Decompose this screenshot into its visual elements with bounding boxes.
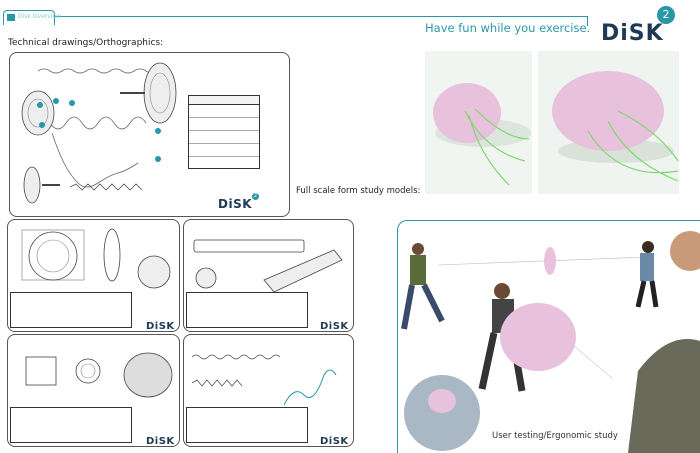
parts-table-row bbox=[189, 131, 259, 144]
sheet-logo: DiSK2 bbox=[146, 429, 179, 447]
ortho-spring-drawing bbox=[191, 354, 337, 406]
sheet-logo-text: DiSK bbox=[146, 321, 175, 332]
sheet-logo: DiSK2 bbox=[320, 314, 353, 332]
title-block bbox=[10, 292, 132, 328]
ortho-handle-drawing bbox=[193, 239, 343, 293]
brand-name: DiSK bbox=[601, 21, 664, 46]
form-study-label: Full scale form study models: bbox=[296, 186, 421, 196]
ortho-sheet-front: DiSK2 bbox=[7, 219, 180, 332]
main-panel-logo: DiSK2 bbox=[218, 193, 260, 212]
user-testing-label: User testing/Ergonomic study bbox=[492, 431, 618, 441]
section-title: Technical drawings/Orthographics: bbox=[8, 38, 164, 48]
parts-table-row bbox=[189, 118, 259, 131]
main-panel-logo-badge: 2 bbox=[252, 193, 260, 200]
title-block bbox=[186, 407, 308, 443]
form-study-photo-2 bbox=[538, 51, 679, 194]
tab-label: Disk Overview bbox=[18, 13, 62, 20]
header-tab: Disk Overview bbox=[3, 10, 61, 25]
brand-number-badge: 2 bbox=[657, 6, 675, 24]
ortho-sheet-ring: DiSK2 bbox=[7, 334, 180, 447]
parts-table bbox=[188, 95, 260, 169]
ortho-ring-drawing bbox=[25, 352, 173, 398]
header-rule bbox=[14, 16, 588, 17]
exploded-view-drawing bbox=[21, 62, 177, 204]
sheet-logo: DiSK2 bbox=[146, 314, 179, 332]
exploded-drawing-panel: DiSK2 bbox=[9, 52, 290, 217]
tagline: Have fun while you exercise. bbox=[425, 21, 591, 35]
pink-disc-photo bbox=[425, 51, 532, 194]
parts-table-header bbox=[189, 96, 259, 105]
pink-disc-photo bbox=[538, 51, 679, 194]
user-testing-panel: User testing/Ergonomic study bbox=[397, 220, 700, 453]
parts-table-row bbox=[189, 144, 259, 157]
sheet-logo-text: DiSK bbox=[146, 436, 175, 447]
ortho-sheet-handle: DiSK2 bbox=[183, 219, 354, 332]
brand-logo: DiSK 2 bbox=[601, 6, 681, 48]
tab-icon bbox=[7, 14, 15, 21]
sheet-logo-text: DiSK bbox=[320, 321, 349, 332]
sheet-logo-text: DiSK bbox=[320, 436, 349, 447]
parts-table-row bbox=[189, 105, 259, 118]
title-block bbox=[186, 292, 308, 328]
ortho-sheet-spring: DiSK2 bbox=[183, 334, 354, 447]
title-block bbox=[10, 407, 132, 443]
form-study-photo-1 bbox=[425, 51, 532, 194]
header-rule-right bbox=[587, 16, 588, 26]
main-panel-logo-text: DiSK bbox=[218, 197, 253, 211]
ortho-front-drawing bbox=[21, 228, 171, 289]
parts-table-row bbox=[189, 157, 259, 169]
user-testing-photo bbox=[401, 231, 700, 453]
sheet-logo: DiSK2 bbox=[320, 429, 353, 447]
